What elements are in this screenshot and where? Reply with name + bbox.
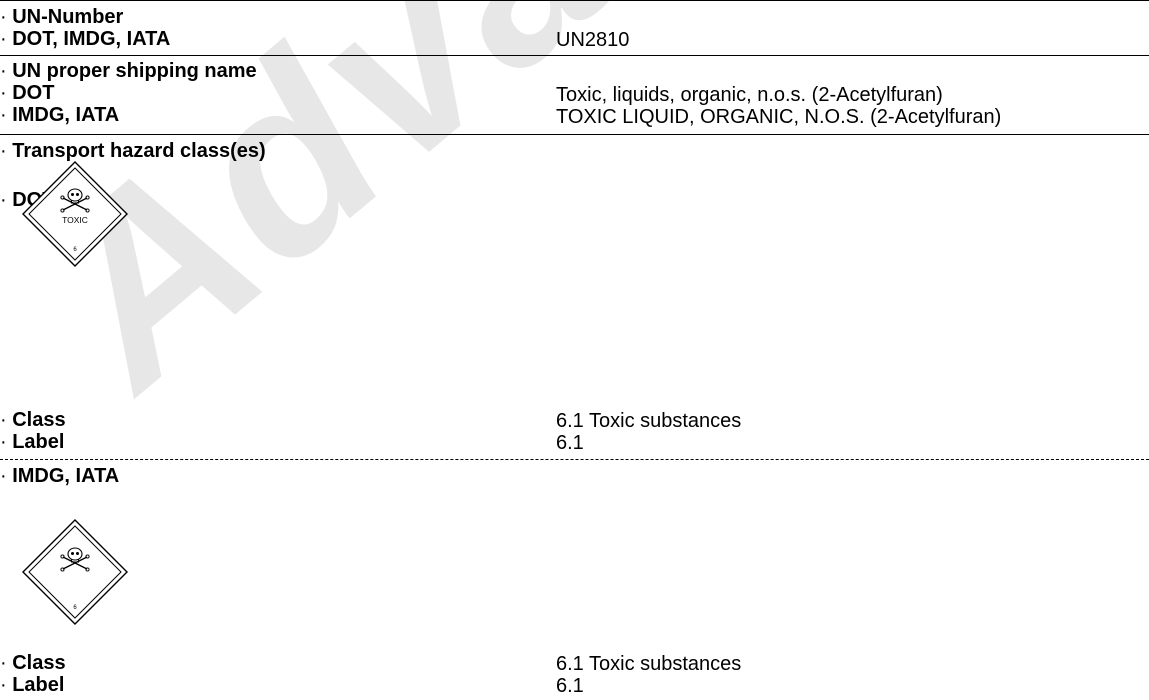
imdg-label-value: 6.1: [556, 675, 584, 697]
pictogram-class-number: 6: [73, 605, 77, 611]
shipping-name-dot-label: DOT: [0, 82, 54, 104]
dot-class-value: 6.1 Toxic substances: [556, 410, 742, 432]
divider: [0, 0, 1149, 1]
shipping-name-imdg-value: TOXIC LIQUID, ORGANIC, N.O.S. (2-Acetylf…: [556, 106, 1002, 128]
shipping-name-heading: UN proper shipping name: [0, 60, 256, 82]
shipping-name-imdg-label: IMDG, IATA: [0, 104, 119, 126]
imdg-label-label: Label: [0, 674, 64, 696]
pictogram-text: TOXIC: [62, 215, 88, 225]
imdg-iata-heading: IMDG, IATA: [0, 465, 119, 487]
imdg-class-value: 6.1 Toxic substances: [556, 653, 742, 675]
shipping-name-dot-value: Toxic, liquids, organic, n.o.s. (2-Acety…: [556, 84, 943, 106]
un-number-value: UN2810: [556, 29, 630, 51]
imdg-class-label: Class: [0, 652, 65, 674]
divider: [0, 55, 1149, 56]
pictogram-class-number: 6: [73, 247, 77, 253]
un-number-label: DOT, IMDG, IATA: [0, 28, 170, 50]
un-number-heading: UN-Number: [0, 6, 123, 28]
dot-label-label: Label: [0, 431, 64, 453]
skull-crossbones-diamond-icon: 6: [22, 519, 128, 625]
dot-label-value: 6.1: [556, 432, 584, 454]
hazard-class-heading: Transport hazard class(es): [0, 140, 265, 162]
dot-class-label: Class: [0, 409, 65, 431]
divider: [0, 134, 1149, 135]
toxic-skull-diamond-icon: TOXIC 6: [22, 161, 128, 267]
dashed-divider: [0, 459, 1149, 460]
